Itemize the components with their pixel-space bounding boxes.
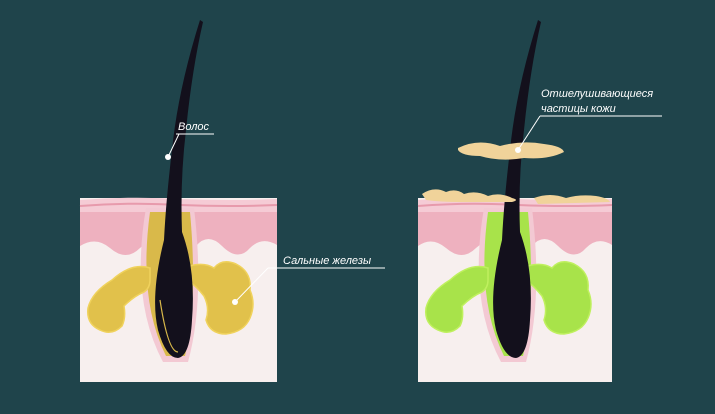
glands-label: Сальные железы [283, 255, 371, 267]
hair-leader-line [167, 133, 180, 158]
hair-shaft-right [493, 20, 541, 358]
sebaceous-gland-left [87, 265, 151, 333]
panel-flaking [417, 20, 613, 382]
skin-flakes-surface-2 [534, 195, 610, 204]
flakes-leader-line [517, 115, 541, 151]
flakes-label-line2: частицы кожи [541, 103, 616, 115]
hair-marker-dot [165, 154, 171, 160]
annotations: Волос Сальные железы Отшелушивающиеся ча… [165, 88, 662, 305]
skin-flake-floating [458, 142, 564, 160]
flakes-label-line1: Отшелушивающиеся [541, 88, 653, 100]
panel-normal [79, 20, 278, 382]
sebaceous-gland-right [189, 261, 254, 335]
sebaceous-gland-right-active [527, 261, 592, 335]
hair-label: Волос [178, 121, 210, 133]
hair-bulb-highlight [159, 299, 179, 353]
sebaceous-gland-left-active [425, 265, 489, 333]
skin-flakes-surface [422, 189, 516, 202]
hair-shaft [155, 20, 203, 358]
glands-leader-line [234, 267, 269, 303]
